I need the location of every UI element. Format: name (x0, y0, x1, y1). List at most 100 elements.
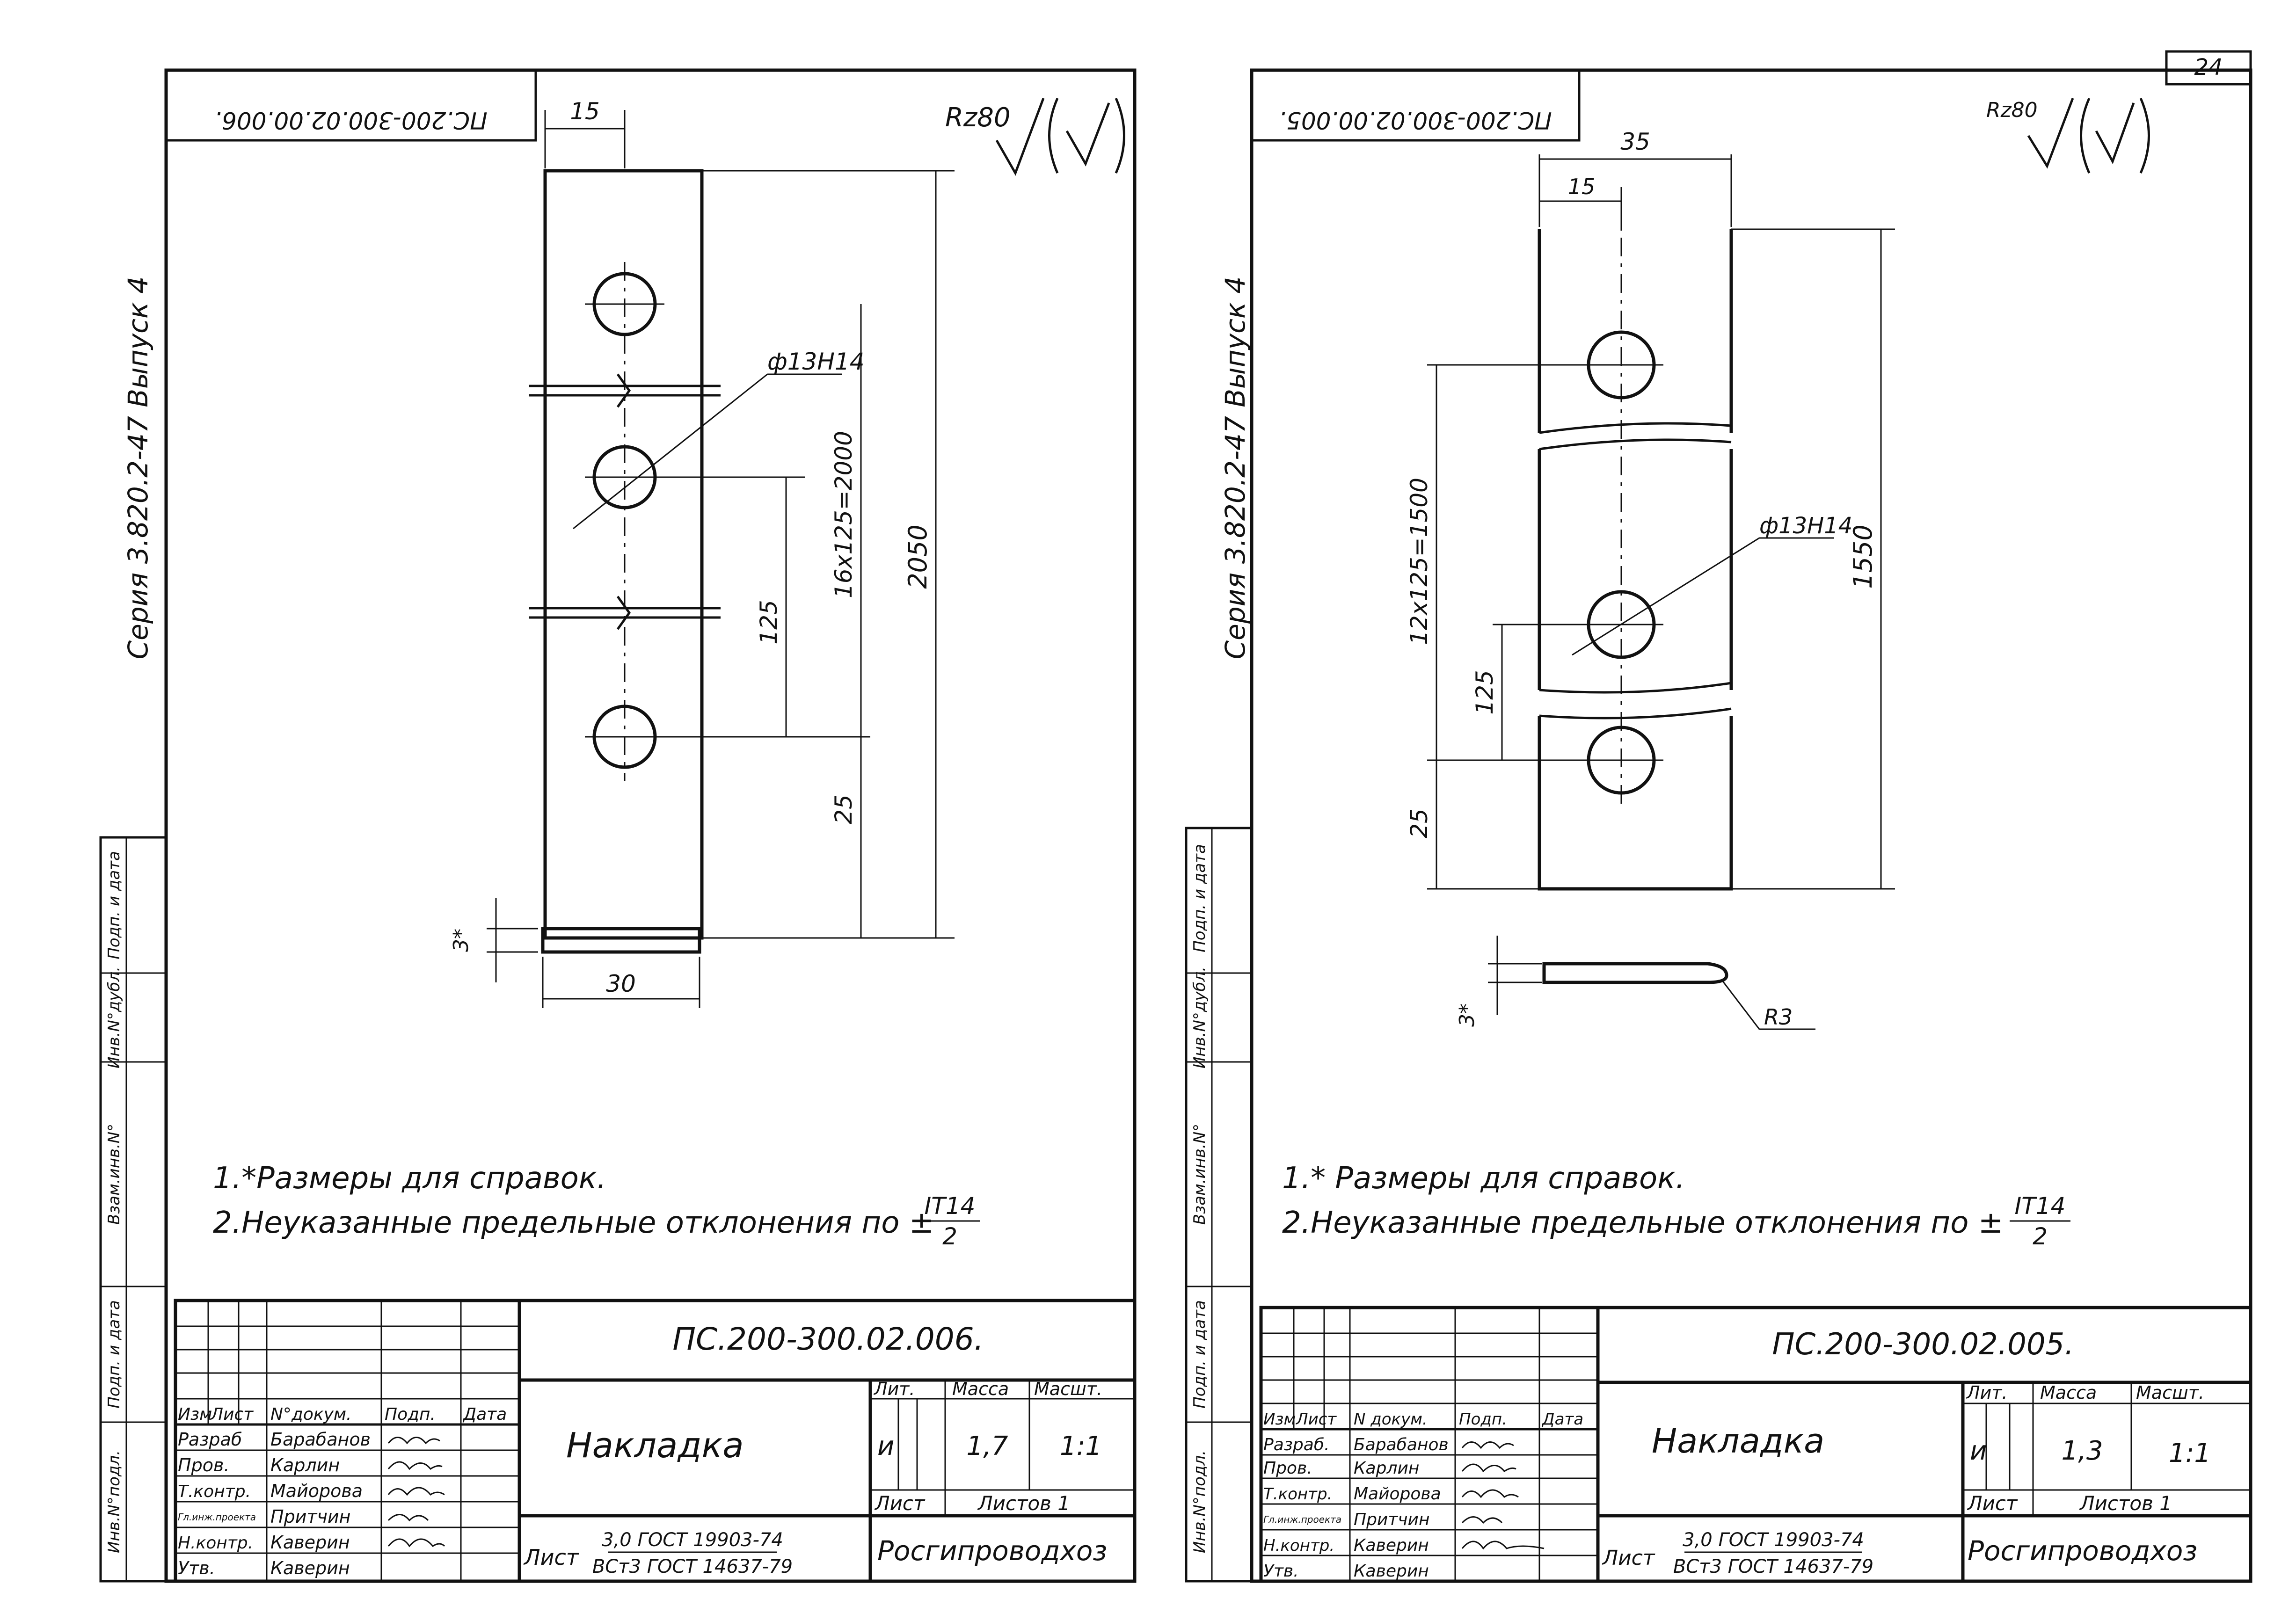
right-dim-top-width: 35 (1620, 128, 1650, 155)
right-dim-edge-offset: 15 (1568, 174, 1596, 199)
left-tb-role: Разраб (178, 1429, 242, 1450)
right-side-stamp-label: Подп. и дата (1190, 1300, 1209, 1409)
right-tb-h-date: Дата (1541, 1410, 1583, 1429)
right-break-1b (1539, 438, 1732, 451)
right-tb-designation: ПС.200-300.02.005. (1772, 1327, 2074, 1362)
left-tb-material-top: 3,0 ГОСТ 19903-74 (602, 1529, 783, 1551)
left-roughness-paren-right (1115, 97, 1125, 174)
left-break-zigzag-2 (616, 596, 631, 630)
right-dim-length: 1550 (1848, 524, 1878, 589)
left-tb-role: Н.контр. (178, 1533, 253, 1553)
left-section-view (541, 927, 701, 954)
left-title-block: Изм Лист N°докум. Подп. Дата Разраб Бара… (174, 1299, 1137, 1583)
left-roughness-paren-left (1048, 97, 1059, 174)
left-note-1: 1.*Размеры для справок. (213, 1161, 606, 1196)
right-title-block: Изм Лист N докум. Подп. Дата Разраб. Бар… (1259, 1306, 2252, 1583)
right-break-2b (1539, 707, 1732, 719)
left-break-zigzag-1 (616, 373, 631, 408)
left-tb-scale-value: 1:1 (1060, 1431, 1102, 1461)
left-tb-h-doc: N°докум. (270, 1405, 352, 1424)
left-tb-sheets-label: Листов 1 (977, 1492, 1070, 1515)
left-tb-organization: Росгипроводхоз (877, 1535, 1107, 1567)
right-tolerance-numerator: IT14 (2015, 1192, 2066, 1220)
right-roughness-label: Rz80 (1986, 98, 2038, 122)
right-tb-role: Утв. (1263, 1562, 1299, 1581)
right-side-stamp-label: Инв.N°подл. (1190, 1450, 1209, 1553)
left-title-block-frame (174, 1299, 1137, 1583)
right-roughness-paren-left (2080, 97, 2091, 174)
right-dim-end-offset: 25 (1406, 808, 1433, 838)
left-tb-part-name: Накладка (566, 1425, 744, 1466)
right-tb-lit-label: Лит. (1966, 1382, 2008, 1403)
right-signature (1461, 1516, 1503, 1524)
left-code-box (165, 69, 537, 142)
right-break-2a (1539, 682, 1732, 694)
left-signature (387, 1514, 429, 1522)
right-tb-scale-value: 1:1 (2169, 1438, 2211, 1468)
left-tb-h-list: Лист (210, 1405, 254, 1424)
right-tolerance-denominator: 2 (2033, 1223, 2048, 1250)
right-note-2: 2.Неуказанные предельные отклонения по ± (1282, 1206, 2003, 1240)
left-side-stamp-label: Подп. и дата (105, 1300, 124, 1409)
right-roughness-check-small (2095, 102, 2135, 165)
right-signature (1461, 1489, 1519, 1498)
left-sheet-frame (164, 68, 1137, 1583)
right-tb-h-list: Лист (1295, 1410, 1337, 1429)
right-side-stamp-label: Взам.инв.N° (1190, 1124, 1209, 1225)
right-series-text: Серия 3.820.2-47 Выпуск 4 (1219, 276, 1251, 660)
left-dim-top-width: 15 (570, 98, 600, 125)
left-signature (387, 1437, 440, 1445)
left-tb-mass-label: Масса (952, 1379, 1009, 1399)
left-tb-lit-value: и (877, 1431, 894, 1461)
left-roughness-label: Rz80 (945, 102, 1011, 133)
right-tb-material-prefix: Лист (1602, 1546, 1655, 1570)
right-tb-material-top: 3,0 ГОСТ 19903-74 (1683, 1529, 1864, 1551)
right-tb-role: Гл.инж.проекта (1263, 1514, 1341, 1525)
right-tb-sheet-label: Лист (1967, 1492, 2018, 1515)
right-tb-signer-name: Каверин (1354, 1536, 1429, 1555)
right-signature (1461, 1541, 1545, 1550)
left-series-text: Серия 3.820.2-47 Выпуск 4 (122, 276, 154, 660)
left-tb-h-sign: Подп. (385, 1405, 436, 1424)
right-side-stamp: Инв.N°подл. Подп. и дата Взам.инв.N° Инв… (1185, 827, 1253, 1583)
right-tb-role: Н.контр. (1263, 1536, 1334, 1555)
right-tb-role: Разраб. (1263, 1435, 1329, 1454)
left-dim-end-offset: 25 (830, 794, 857, 824)
right-radius-leader (1721, 980, 1760, 1030)
left-side-stamp-label: Инв.N°дубл. (105, 967, 124, 1068)
right-side-stamp-frame (1185, 827, 1253, 1583)
left-dim-length: 2050 (903, 524, 933, 589)
right-hole-diameter: ф13Н14 (1759, 513, 1852, 539)
right-tb-signer-name: Притчин (1354, 1510, 1430, 1529)
right-tb-h-izm: Изм (1263, 1410, 1296, 1429)
left-tb-signer-name: Майорова (270, 1481, 363, 1501)
left-roughness-check-small (1065, 102, 1110, 167)
right-tb-organization: Росгипроводхоз (1968, 1535, 2197, 1567)
left-tb-signer-name: Притчин (270, 1506, 351, 1527)
left-dim-pitch-total: 16х125=2000 (830, 431, 857, 598)
right-code-box (1250, 69, 1581, 142)
right-tb-h-doc: N докум. (1354, 1410, 1428, 1429)
right-tb-h-sign: Подп. (1459, 1410, 1507, 1429)
left-note-2: 2.Неуказанные предельные отклонения по ± (213, 1206, 934, 1240)
left-sheet: ПС.200-300.02.00.006. Серия 3.820.2-47 В… (99, 68, 1137, 1583)
left-tb-sheet-label: Лист (874, 1492, 926, 1515)
right-sheet: ПС.200-300.02.00.005. Серия 3.820.2-47 В… (1185, 68, 2252, 1583)
left-tb-designation: ПС.200-300.02.006. (672, 1321, 984, 1357)
right-tb-signer-name: Барабанов (1354, 1435, 1449, 1454)
right-tb-part-name: Накладка (1652, 1421, 1824, 1461)
left-signature (387, 1461, 443, 1470)
right-tb-scale-label: Масшт. (2136, 1382, 2204, 1403)
left-mirrored-code: ПС.200-300.02.00.006. (214, 107, 488, 134)
left-tolerance-numerator: IT14 (925, 1192, 976, 1220)
left-tb-role: Утв. (178, 1558, 215, 1578)
left-tb-lit-label: Лит. (873, 1379, 915, 1399)
right-tb-signer-name: Карлин (1354, 1459, 1419, 1478)
right-dim-pitch: 125 (1471, 670, 1498, 714)
right-tb-signer-name: Каверин (1354, 1562, 1429, 1581)
right-tb-material-bottom: ВСт3 ГОСТ 14637-79 (1673, 1556, 1873, 1577)
left-tb-signer-name: Барабанов (270, 1429, 371, 1450)
right-roughness-check (2027, 98, 2074, 169)
left-tb-scale-label: Масшт. (1034, 1379, 1102, 1399)
